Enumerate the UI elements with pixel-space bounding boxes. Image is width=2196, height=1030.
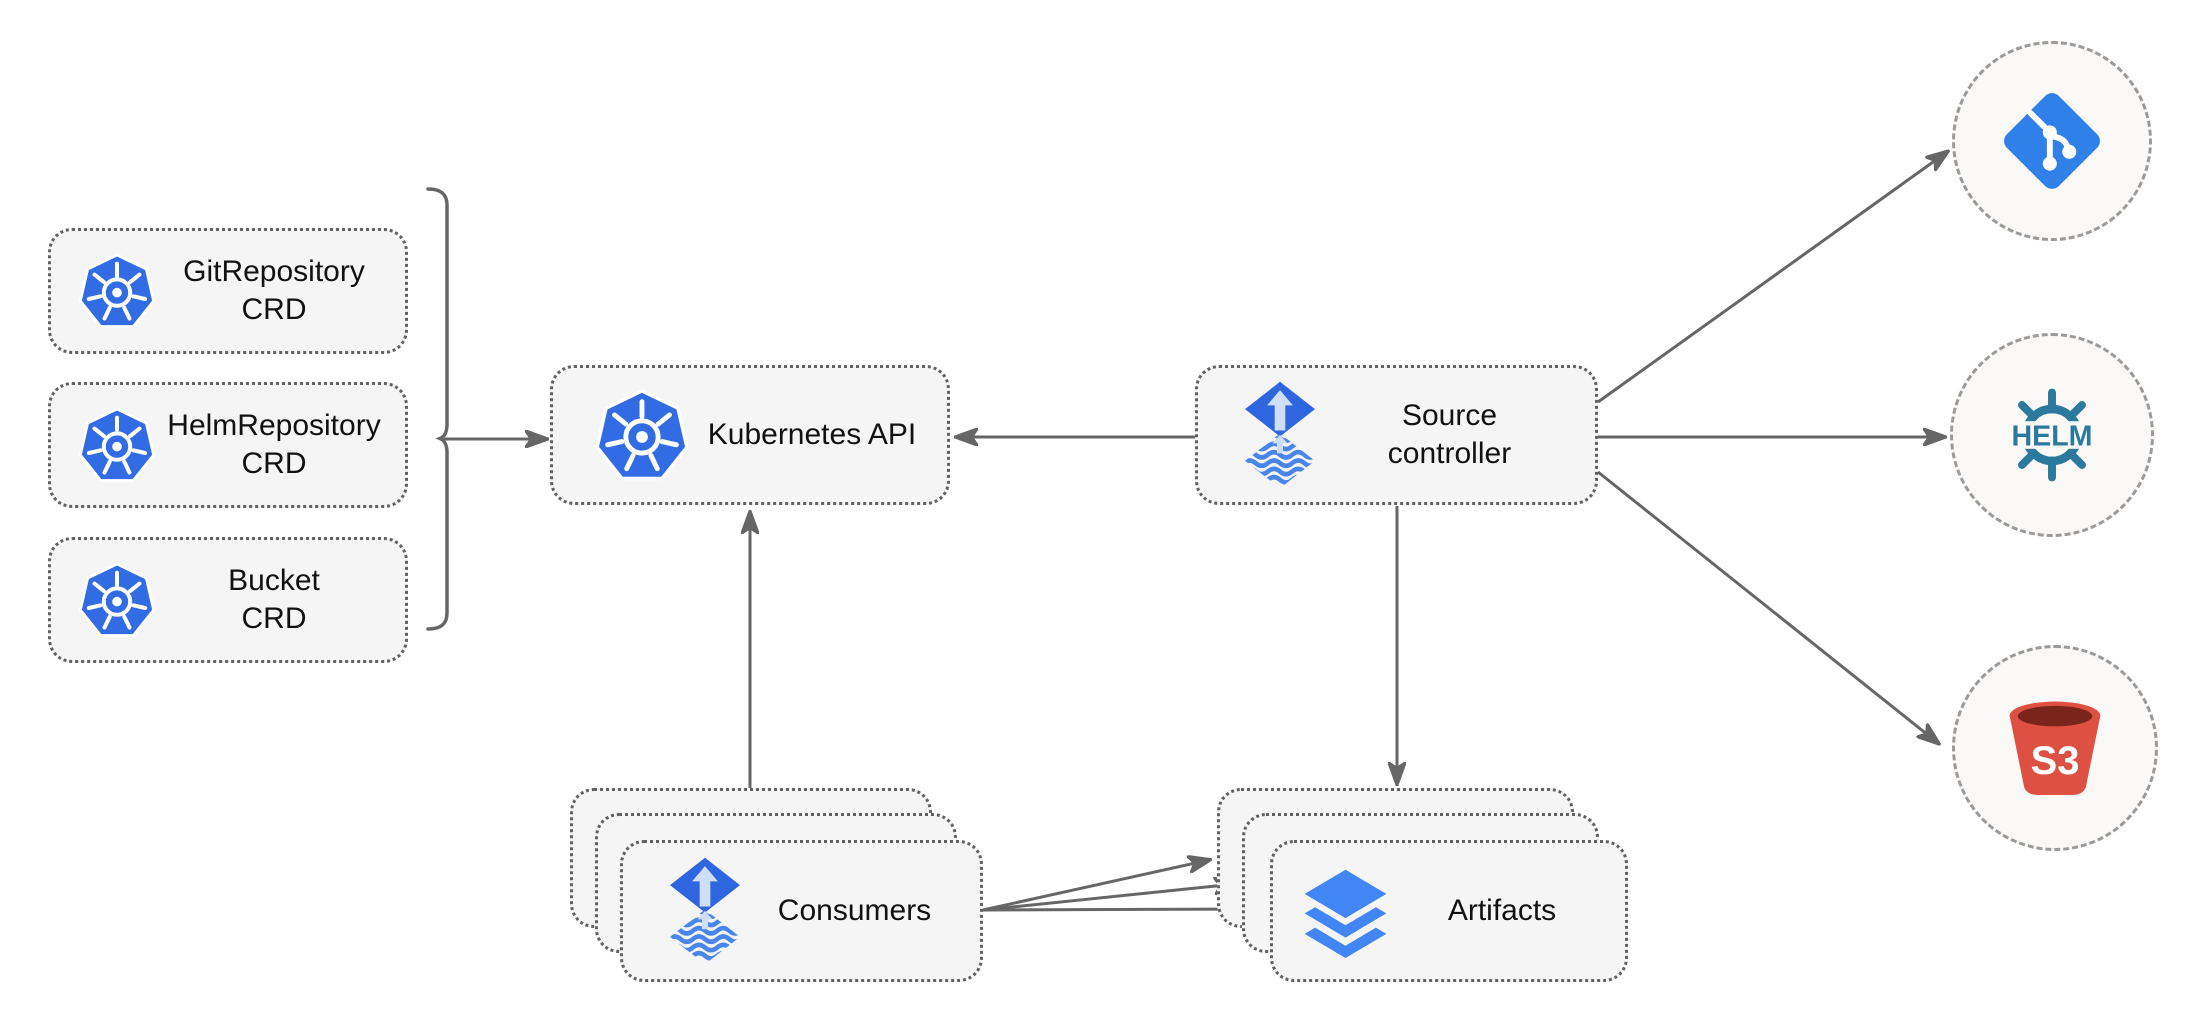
- node-label-line2: CRD: [241, 447, 307, 480]
- node-gitrepository-crd: GitRepository CRD: [48, 228, 408, 354]
- node-helmrepository-crd: HelmRepository CRD: [48, 382, 408, 508]
- node-label-line1: Artifacts: [1447, 894, 1557, 927]
- node-label-line2: CRD: [241, 602, 307, 635]
- git-icon: [2004, 93, 2100, 189]
- helm-icon: HELM: [2002, 388, 2102, 482]
- external-git: [1952, 41, 2152, 241]
- arrow-consumers-to-artifacts-2: [982, 884, 1235, 912]
- crd-group-bracket: [426, 187, 449, 631]
- external-helm: HELM: [1950, 333, 2154, 537]
- node-label-line1: Source: [1401, 399, 1498, 432]
- node-consumers: Consumers: [620, 840, 983, 982]
- s3-wordmark: S3: [2031, 739, 2080, 783]
- arrow-consumers-to-artifacts-3: [982, 909, 1262, 910]
- node-label-line1: Consumers: [777, 894, 932, 927]
- node-label-line1: Bucket: [228, 564, 320, 597]
- node-artifacts: Artifacts: [1270, 840, 1628, 982]
- node-label-line2: controller: [1387, 437, 1512, 470]
- arrow-source-to-s3: [1597, 470, 1938, 743]
- helm-wordmark: HELM: [2011, 421, 2092, 453]
- layers-icon: [1298, 864, 1393, 959]
- node-label: Source controller: [1318, 397, 1595, 473]
- node-label: Kubernetes API: [691, 416, 947, 454]
- arrow-consumers-to-artifacts-1: [982, 860, 1209, 912]
- node-source-controller: Source controller: [1195, 365, 1598, 505]
- kubernetes-icon: [77, 251, 157, 331]
- node-bucket-crd: Bucket CRD: [48, 537, 408, 663]
- node-label-line1: HelmRepository: [167, 409, 381, 442]
- external-s3: S3: [1952, 645, 2158, 851]
- node-label: Bucket CRD: [157, 562, 405, 638]
- node-label-line1: Kubernetes API: [707, 418, 917, 451]
- node-kubernetes-api: Kubernetes API: [550, 365, 950, 505]
- flux-icon: [1242, 379, 1318, 491]
- node-label-line2: CRD: [241, 293, 307, 326]
- s3-bucket-icon: S3: [2009, 701, 2101, 795]
- flux-icon: [667, 855, 743, 967]
- node-label: Consumers: [743, 892, 980, 930]
- node-label: GitRepository CRD: [157, 253, 405, 329]
- node-label-line1: GitRepository: [183, 255, 365, 288]
- kubernetes-icon: [77, 405, 157, 485]
- kubernetes-icon: [593, 386, 691, 484]
- node-label: HelmRepository CRD: [157, 407, 405, 483]
- arrow-source-to-git: [1597, 152, 1947, 404]
- node-label: Artifacts: [1393, 892, 1625, 930]
- kubernetes-icon: [77, 560, 157, 640]
